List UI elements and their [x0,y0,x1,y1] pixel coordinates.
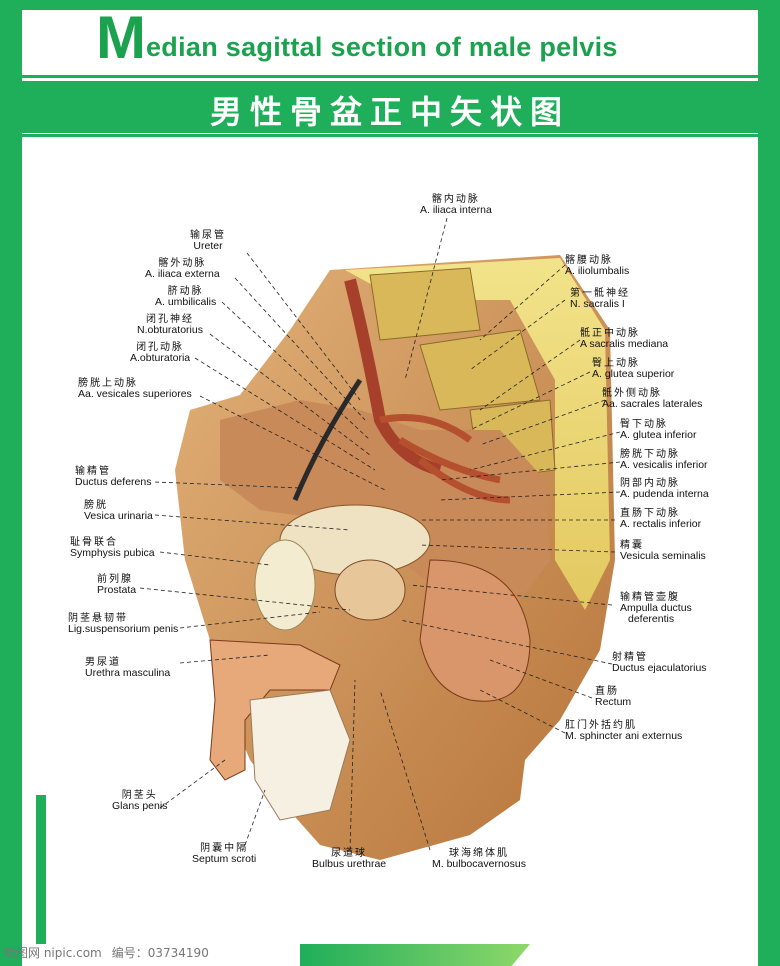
frame-top [0,0,780,10]
chinese-title-band: 男性骨盆正中矢状图 [22,78,758,133]
title-background [22,10,758,78]
title-initial: M [96,4,146,71]
left-accent-bar [36,795,46,945]
internal-iliac-branches [379,414,511,504]
bottom-green-stripe [300,944,530,966]
watermark: 昵图网 nipic.com 编号：03734190 [4,944,219,961]
penis-shape [209,639,341,781]
title-rest: edian sagittal section of male pelvis [145,32,618,62]
watermark-site: 昵图网 nipic.com [4,946,102,960]
sacrum [345,258,610,610]
abdominal-cavity [220,400,550,600]
vertebrae [369,267,556,481]
external-iliac [292,378,363,501]
frame-left [0,0,22,966]
symphysis-shape [254,539,316,631]
prostate-shape [334,559,406,621]
leader-lines [139,217,621,851]
chinese-title: 男性骨盆正中矢状图 [209,93,570,131]
watermark-id: 编号：03734190 [111,946,209,960]
rectum-shape [419,559,531,702]
scrotum-shape [249,689,351,821]
title-rule [22,134,758,137]
english-title: Median sagittal section of male pelvis [96,8,618,70]
frame-right [758,0,780,966]
